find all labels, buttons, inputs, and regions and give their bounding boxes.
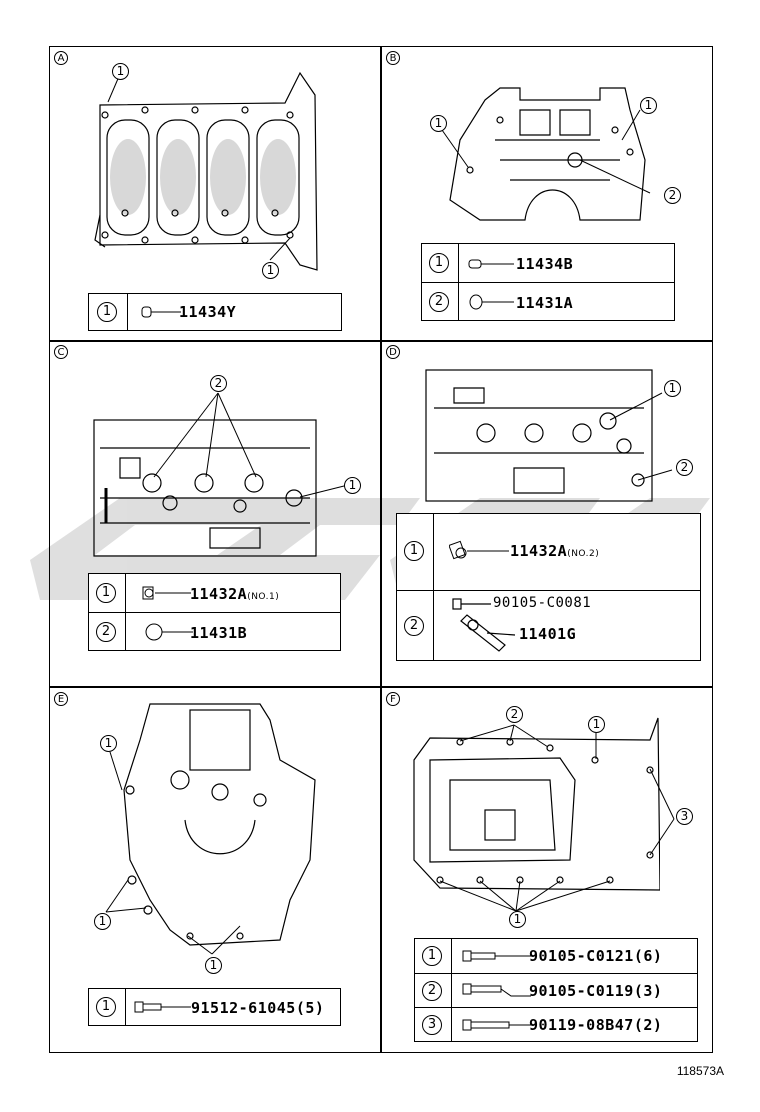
part-number: 11434B bbox=[516, 255, 574, 273]
plug-icon bbox=[141, 306, 181, 318]
callout-f-2: 2 bbox=[506, 706, 523, 723]
part-number-bolt: 90105-C0081 bbox=[493, 595, 592, 611]
table-row: 3 90119-08B47(2) bbox=[415, 1007, 697, 1042]
panel-label-f: F bbox=[386, 692, 400, 706]
table-row: 1 11432A(NO.2) bbox=[397, 514, 700, 590]
row-number: 1 bbox=[96, 583, 116, 603]
callout-b-2: 2 bbox=[664, 187, 681, 204]
part-note: (NO.1) bbox=[247, 592, 280, 602]
row-number: 1 bbox=[96, 997, 116, 1017]
table-row: 1 90105-C0121(6) bbox=[415, 939, 697, 973]
panel-label-e: E bbox=[54, 692, 68, 706]
engine-block-side-view-d bbox=[425, 369, 653, 502]
engine-block-top-view bbox=[94, 71, 318, 271]
row-number: 3 bbox=[422, 1015, 442, 1035]
table-row: 1 11434B bbox=[422, 244, 674, 282]
callout-a-1-top: 1 bbox=[112, 63, 129, 80]
leader-lines-c bbox=[153, 392, 349, 498]
panel-divider-vertical bbox=[380, 46, 382, 1053]
drain-cock-icon bbox=[449, 540, 509, 560]
panel-label-d: D bbox=[386, 345, 400, 359]
callout-d-1: 1 bbox=[664, 380, 681, 397]
callout-b-1-right: 1 bbox=[640, 97, 657, 114]
callout-f-3: 3 bbox=[676, 808, 693, 825]
illustration-id: 118573A bbox=[676, 1064, 724, 1078]
row-number: 1 bbox=[422, 946, 442, 966]
plug-icon bbox=[145, 623, 193, 641]
bolt-icon bbox=[134, 1001, 191, 1013]
cup-plug-icon bbox=[469, 294, 514, 310]
row-number: 1 bbox=[97, 302, 117, 322]
row-number: 2 bbox=[429, 292, 449, 312]
leader-lines-f bbox=[439, 724, 675, 912]
bolt-icon bbox=[462, 983, 531, 997]
panel-divider-row1 bbox=[49, 340, 713, 342]
parts-table-e: 1 91512-61045(5) bbox=[88, 988, 341, 1026]
drain-cock-icon bbox=[142, 586, 191, 600]
panel-label-b: B bbox=[386, 51, 400, 65]
part-number: 11432A(NO.1) bbox=[190, 585, 279, 603]
callout-e-1-top: 1 bbox=[100, 735, 117, 752]
stud-bolt-icon bbox=[462, 1019, 531, 1031]
callout-c-1: 1 bbox=[344, 477, 361, 494]
callout-f-1-top: 1 bbox=[588, 716, 605, 733]
bolt-icon bbox=[462, 950, 531, 962]
table-row: 2 11431A bbox=[422, 282, 674, 321]
plug-icon bbox=[468, 259, 514, 269]
parts-table-c: 1 11432A(NO.1) 2 11431B bbox=[88, 573, 341, 651]
oil-pan-view bbox=[413, 717, 660, 891]
part-number: 90105-C0119(3) bbox=[529, 982, 663, 1000]
callout-c-2: 2 bbox=[210, 375, 227, 392]
part-number: 11432A(NO.2) bbox=[510, 542, 599, 560]
row-number: 2 bbox=[422, 981, 442, 1001]
table-row: 2 90105-C0119(3) bbox=[415, 973, 697, 1008]
callout-b-1-left: 1 bbox=[430, 115, 447, 132]
callout-d-2: 2 bbox=[676, 459, 693, 476]
part-number: 11431B bbox=[190, 624, 248, 642]
part-number: 11431A bbox=[516, 294, 574, 312]
parts-table-a: 1 11434Y bbox=[88, 293, 342, 331]
engine-block-rear-view bbox=[123, 703, 316, 946]
leader-lines-e bbox=[105, 751, 241, 955]
engine-block-front-view bbox=[449, 87, 646, 221]
panel-label-c: C bbox=[54, 345, 68, 359]
part-code: 11432A bbox=[190, 585, 248, 603]
engine-block-side-view-c bbox=[93, 419, 317, 557]
part-number: 90119-08B47(2) bbox=[529, 1016, 663, 1034]
part-code: 11432A bbox=[510, 542, 568, 560]
callout-e-1-bottom: 1 bbox=[205, 957, 222, 974]
panel-label-a: A bbox=[54, 51, 68, 65]
callout-a-1-bottom: 1 bbox=[262, 262, 279, 279]
knock-sensor-icon bbox=[452, 598, 516, 652]
part-number: 91512-61045(5) bbox=[191, 999, 325, 1017]
part-number-sensor: 11401G bbox=[519, 625, 577, 643]
callout-e-1-left: 1 bbox=[94, 913, 111, 930]
row-number: 1 bbox=[429, 253, 449, 273]
parts-table-f: 1 90105-C0121(6) 2 90105-C0119(3) 3 9011… bbox=[414, 938, 698, 1042]
part-number: 11434Y bbox=[179, 303, 237, 321]
table-row: 2 90105-C0081 11401G bbox=[397, 590, 700, 661]
parts-table-b: 1 11434B 2 11431A bbox=[421, 243, 675, 321]
table-row: 2 11431B bbox=[89, 612, 340, 651]
leader-lines-a bbox=[107, 73, 291, 261]
leader-lines-b bbox=[441, 109, 651, 194]
parts-table-d: 1 11432A(NO.2) 2 90105-C0081 11401G bbox=[396, 513, 701, 661]
table-row: 1 11434Y bbox=[89, 294, 341, 330]
row-number: 2 bbox=[96, 622, 116, 642]
part-number: 90105-C0121(6) bbox=[529, 947, 663, 965]
row-number: 1 bbox=[404, 541, 424, 561]
table-row: 1 11432A(NO.1) bbox=[89, 574, 340, 612]
row-number: 2 bbox=[404, 616, 424, 636]
callout-f-1-bottom: 1 bbox=[509, 911, 526, 928]
table-row: 1 91512-61045(5) bbox=[89, 989, 340, 1025]
part-note: (NO.2) bbox=[567, 549, 600, 559]
leader-lines-d bbox=[609, 392, 673, 481]
panel-divider-row2 bbox=[49, 686, 713, 688]
